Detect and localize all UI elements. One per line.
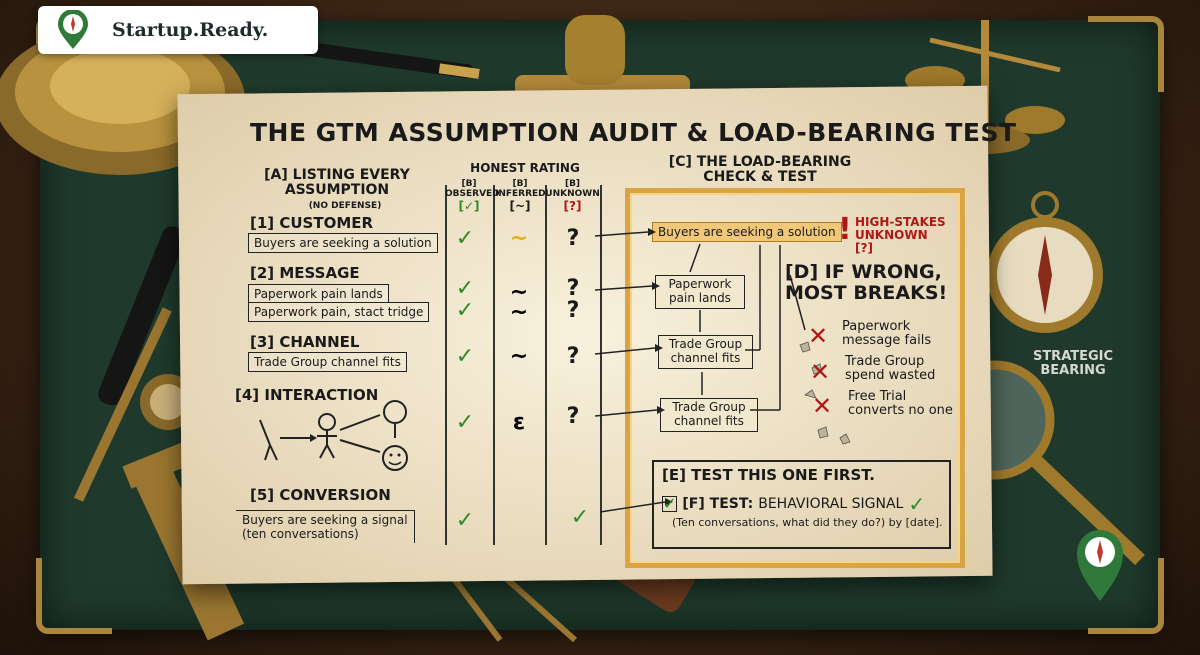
row-interaction-unknown: ? xyxy=(566,404,580,429)
row-message-unknown: ? xyxy=(566,298,580,323)
row-customer-heading: [1] CUSTOMER xyxy=(250,214,374,232)
page-title: THE GTM ASSUMPTION AUDIT & LOAD-BEARING … xyxy=(250,118,1017,147)
high-stakes-alert: HIGH-STAKES UNKNOWN [?] xyxy=(855,215,946,256)
section-f-test-name: BEHAVIORAL SIGNAL xyxy=(758,496,904,512)
rating-header: HONEST RATING xyxy=(470,161,580,175)
section-a-note: (NO DEFENSE) xyxy=(308,201,382,211)
strategic-bearing-label: STRATEGIC BEARING xyxy=(1032,349,1114,379)
row-message-observed: ✓ xyxy=(455,298,475,323)
row-interaction-inferred: ε xyxy=(512,410,526,435)
flow-box: Trade Group channel fits xyxy=(658,335,753,369)
row-message-inferred: ~ xyxy=(509,280,529,305)
break-item: Trade Group spend wasted xyxy=(845,354,936,384)
row-channel-heading: [3] CHANNEL xyxy=(250,333,360,351)
row-message-item: Paperwork pain lands xyxy=(248,284,389,303)
column-divider xyxy=(600,185,602,545)
alert-icon: ! xyxy=(838,212,852,247)
section-a-header: [A] LISTING EVERY ASSUMPTION xyxy=(264,167,410,198)
column-divider xyxy=(545,185,547,545)
break-item: Free Trial converts no one xyxy=(848,389,953,419)
flow-box: Trade Group channel fits xyxy=(660,398,758,432)
x-mark-icon: ✕ xyxy=(808,322,829,350)
row-message-observed: ✓ xyxy=(455,276,475,301)
compass-pin-icon xyxy=(56,9,90,50)
break-item: Paperwork message fails xyxy=(842,319,932,349)
load-bearing-top-box: Buyers are seeking a solution xyxy=(652,222,842,242)
row-message-heading: [2] MESSAGE xyxy=(250,264,360,282)
section-e-header: [E] TEST THIS ONE FIRST. xyxy=(662,466,875,484)
row-interaction-observed: ✓ xyxy=(455,410,475,435)
row-customer-inferred: ~ xyxy=(509,226,529,251)
rating-col-inferred: [B]INFERRED [~] xyxy=(495,179,546,213)
row-customer-item: Buyers are seeking a solution xyxy=(248,233,438,253)
row-channel-item: Trade Group channel fits xyxy=(248,352,407,372)
section-c-header: [C] THE LOAD-BEARING CHECK & TEST xyxy=(668,154,852,185)
row-channel-unknown: ? xyxy=(566,344,580,369)
row-conversion-observed: ✓ xyxy=(455,508,475,533)
row-conversion-item: Buyers are seeking a signal (ten convers… xyxy=(236,510,415,543)
row-channel-observed: ✓ xyxy=(455,344,475,369)
load-bearing-frame xyxy=(625,188,965,568)
section-f-detail: (Ten conversations, what did they do?) b… xyxy=(672,516,943,529)
column-divider xyxy=(493,185,495,545)
row-conversion-heading: [5] CONVERSION xyxy=(250,486,391,504)
test-first-box xyxy=(652,460,951,549)
brand-bar[interactable]: Startup.Ready. xyxy=(38,6,318,54)
section-f-label: [F] TEST: xyxy=(682,496,754,512)
row-channel-inferred: ~ xyxy=(509,344,529,369)
row-customer-unknown: ? xyxy=(566,226,580,251)
section-d-header: [D] IF WRONG, MOST BREAKS! xyxy=(785,261,948,304)
row-message-unknown: ? xyxy=(566,276,580,301)
brand-name: Startup.Ready. xyxy=(112,19,269,41)
column-divider xyxy=(445,185,447,545)
flow-box: Paperwork pain lands xyxy=(655,275,745,309)
row-conversion-unknown: ✓ xyxy=(570,505,590,530)
section-f-test: ✓ [F] TEST: BEHAVIORAL SIGNAL ✓ xyxy=(662,492,925,516)
checkbox-icon: ✓ xyxy=(662,494,678,513)
x-mark-icon: ✕ xyxy=(810,358,831,386)
row-message-item: Paperwork pain, stact tridge xyxy=(248,302,430,322)
row-message-inferred: ~ xyxy=(509,300,529,325)
check-icon: ✓ xyxy=(908,492,926,516)
interaction-stick-figure-diagram xyxy=(259,400,408,471)
rating-col-observed: [B]OBSERVED [✓] xyxy=(445,179,500,213)
row-customer-observed: ✓ xyxy=(455,226,475,251)
rating-col-unknown: [B]UNKNOWN [?] xyxy=(545,179,600,213)
x-mark-icon: ✕ xyxy=(812,392,833,420)
row-interaction-heading: [4] INTERACTION xyxy=(235,386,379,404)
compass-pin-icon xyxy=(1077,530,1123,601)
